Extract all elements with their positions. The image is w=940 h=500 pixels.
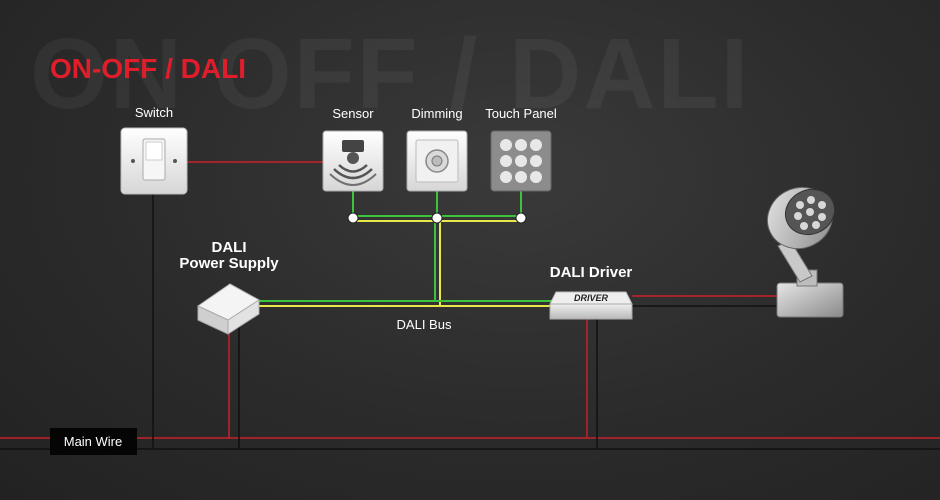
switch-label: Switch (135, 105, 173, 120)
spotlight-lamp (767, 186, 844, 318)
dimming-device (406, 130, 468, 192)
power-supply-label-line1: DALI (212, 239, 247, 256)
dali-bus-label: DALI Bus (397, 317, 452, 332)
main-wire-label: Main Wire (64, 434, 123, 449)
touch-panel-device (490, 130, 552, 192)
power-supply-label-line2: Power Supply (179, 255, 279, 272)
dimming-label: Dimming (411, 106, 462, 121)
driver-badge: DRIVER (574, 293, 609, 303)
driver-label: DALI Driver (550, 264, 633, 281)
power-supply-device (196, 283, 260, 335)
switch-device (120, 127, 188, 195)
background-watermark: ON OFF / DALI (30, 18, 750, 130)
sensor-device (322, 130, 384, 192)
main-wire-badge (50, 428, 137, 455)
bus-junctions (347, 212, 527, 224)
driver-device (549, 291, 633, 320)
page-title: ON-OFF / DALI (50, 53, 246, 84)
sensor-label: Sensor (332, 106, 374, 121)
touch-panel-label: Touch Panel (485, 106, 557, 121)
